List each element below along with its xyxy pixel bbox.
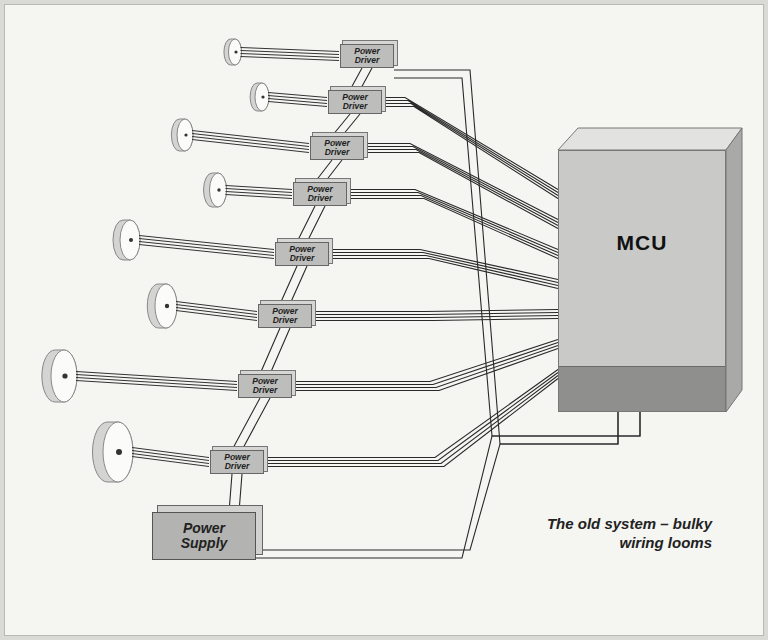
motor-shaft — [62, 373, 67, 378]
wire-bundle — [312, 310, 558, 321]
motor-body — [93, 422, 133, 482]
motor-body — [171, 119, 193, 151]
power-driver-box: Power Driver — [275, 242, 329, 266]
motor-body — [224, 39, 242, 65]
wire-bundle — [297, 206, 325, 242]
motor-wire-loom — [268, 93, 327, 107]
wire-bundle — [364, 144, 558, 229]
motor-face — [210, 173, 227, 207]
node-label: Power Driver — [332, 93, 378, 111]
node-label: Power Driver — [262, 307, 308, 325]
motor-shaft — [129, 238, 133, 242]
wire-bundle — [260, 328, 290, 374]
mcu-box: MCU — [558, 150, 726, 412]
wire-bundle — [256, 412, 640, 558]
node-label: Power Supply — [159, 521, 249, 551]
motor — [250, 83, 269, 111]
motor-face — [229, 39, 242, 65]
motor-body — [42, 350, 77, 402]
motor-wire-loom — [176, 302, 257, 321]
motor-group — [42, 39, 339, 482]
motor-body — [147, 284, 177, 328]
motor — [204, 173, 227, 207]
mcu-top-face — [558, 128, 742, 150]
motor — [224, 39, 242, 65]
motor-shaft — [184, 133, 187, 136]
node-label: Power Driver — [214, 453, 260, 471]
motor — [42, 350, 77, 402]
node-label: Power Driver — [279, 245, 325, 263]
node-label: MCU — [559, 231, 725, 255]
motor-face — [155, 284, 177, 328]
wire-bundle — [332, 114, 360, 136]
motor-shaft — [217, 188, 220, 191]
motor-wire-loom — [226, 186, 293, 199]
node-label: Power Driver — [242, 377, 288, 395]
power-driver-box: Power Driver — [340, 44, 394, 68]
motor-face — [103, 422, 133, 482]
motor-wire-loom — [139, 236, 274, 259]
motor-shaft — [116, 449, 122, 455]
mcu-side-face — [726, 128, 742, 412]
wire-bundle — [350, 68, 372, 90]
power-driver-box: Power Driver — [238, 374, 292, 398]
motor — [147, 284, 177, 328]
motor — [171, 119, 193, 151]
motor-shaft — [234, 50, 237, 53]
motor-wire-loom — [192, 131, 309, 153]
motor-face — [255, 83, 269, 111]
motor-shaft — [261, 95, 264, 98]
power-driver-box: Power Driver — [210, 450, 264, 474]
wire-bundle — [232, 398, 270, 450]
caption: The old system – bulky wiring looms — [522, 514, 712, 552]
power-supply-box: Power Supply — [152, 512, 256, 560]
node-label: Power Driver — [344, 47, 390, 65]
motor-face — [120, 220, 140, 260]
wire-bundle — [347, 190, 558, 259]
motor-body — [204, 173, 227, 207]
motor-face — [51, 350, 77, 402]
wire-bundle — [382, 98, 558, 199]
wire-bundle — [292, 340, 558, 391]
wire-bundle — [229, 474, 242, 512]
wire-bundle — [280, 266, 307, 304]
wire-bundle — [315, 160, 342, 182]
motor-wire-loom — [241, 48, 340, 61]
power-driver-box: Power Driver — [258, 304, 312, 328]
motor-wire-loom — [76, 372, 237, 391]
motor-body — [113, 220, 140, 260]
motor-face — [177, 119, 193, 151]
power-driver-box: Power Driver — [310, 136, 364, 160]
motor — [93, 422, 133, 482]
wire-bundle — [264, 370, 558, 467]
node-label: Power Driver — [314, 139, 360, 157]
motor-shaft — [165, 304, 169, 308]
power-driver-box: Power Driver — [293, 182, 347, 206]
mcu-base-band — [559, 366, 725, 411]
node-label: Power Driver — [297, 185, 343, 203]
motor-body — [250, 83, 269, 111]
power-driver-box: Power Driver — [328, 90, 382, 114]
wire-bundle — [329, 250, 558, 289]
motor — [113, 220, 140, 260]
motor-wire-loom — [132, 448, 209, 467]
